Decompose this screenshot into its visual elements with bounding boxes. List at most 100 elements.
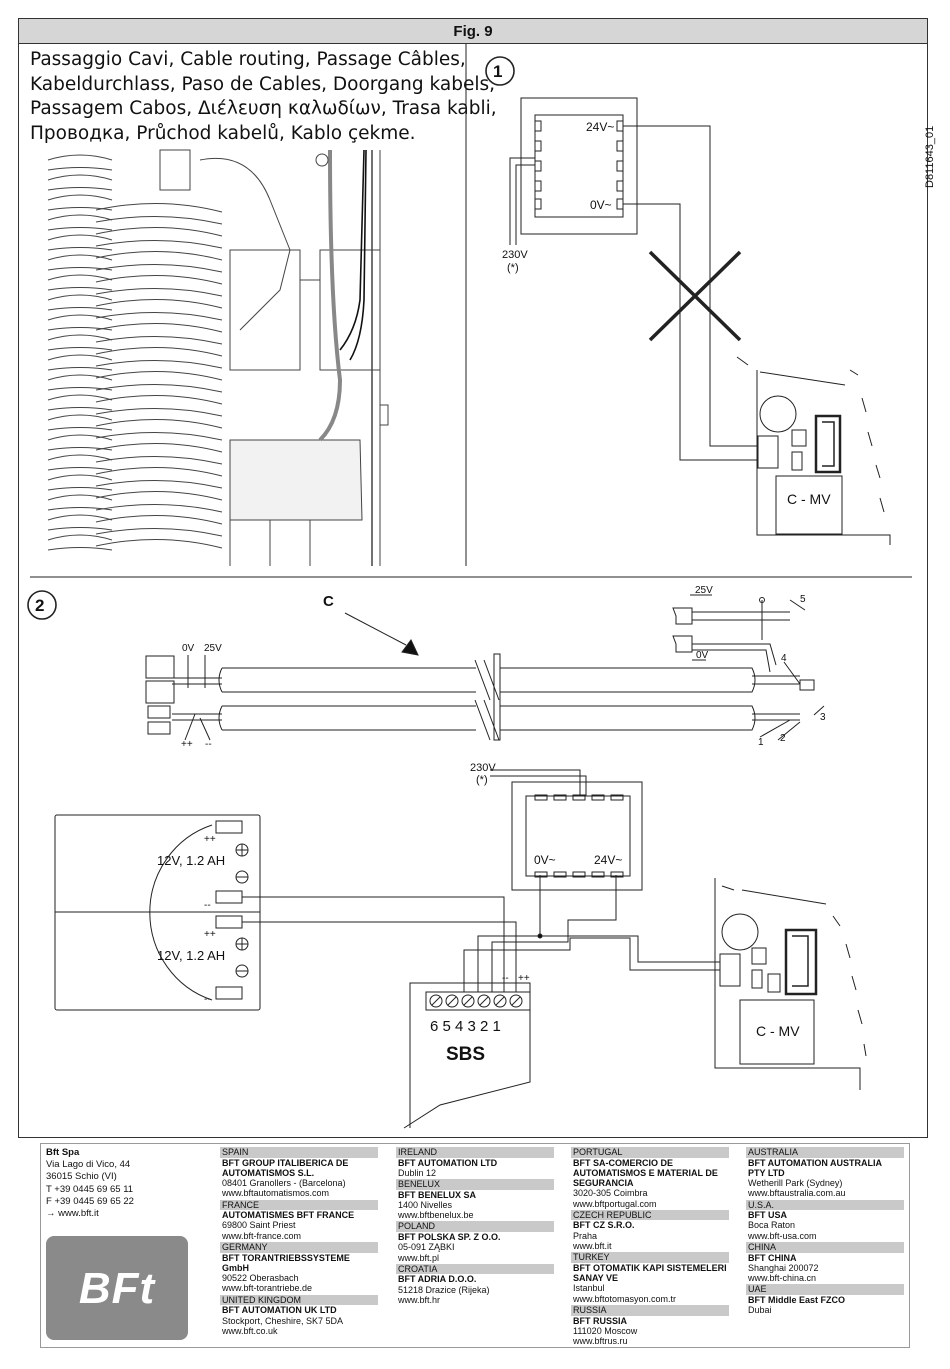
battery-1-plus: ++ bbox=[204, 834, 216, 845]
office-detail: www.bft-china.cn bbox=[748, 1273, 817, 1284]
cable-upper bbox=[172, 667, 800, 693]
office-name: BFT AUTOMATION AUSTRALIA bbox=[748, 1157, 882, 1168]
office-name: BFT SA-COMERCIO DE bbox=[573, 1157, 673, 1168]
office-name: BFT CHINA bbox=[748, 1252, 797, 1263]
office-detail: Dublin 12 bbox=[398, 1167, 437, 1178]
battery-1-minus: -- bbox=[204, 900, 211, 911]
label-24v-tr: 24V~ bbox=[594, 853, 622, 867]
sbs-plus-label: ++ bbox=[518, 973, 530, 984]
office-country: GERMANY bbox=[220, 1242, 378, 1253]
company-website[interactable]: → www.bft.it bbox=[46, 1208, 99, 1220]
office-detail: 05-091 ZĄBKI bbox=[398, 1242, 455, 1253]
wiring-drawing: 1 24V~ 0V~ 230V (*) C - MV 2 C 0V 25V ++… bbox=[27, 44, 912, 1129]
office-country: UNITED KINGDOM bbox=[220, 1294, 378, 1306]
office-name: SEGURANCIA bbox=[573, 1178, 634, 1189]
wire-number-1: 1 bbox=[758, 737, 764, 748]
office-detail: 1400 Nivelles bbox=[398, 1199, 453, 1210]
wire-0v-1 bbox=[623, 203, 757, 461]
cable-tie bbox=[493, 653, 501, 741]
office-name: AUTOMATISMOS S.L. bbox=[222, 1167, 315, 1178]
office-country: TURKEY bbox=[571, 1252, 729, 1263]
operator-illustration bbox=[47, 149, 389, 566]
office-name: AUTOMATISMOS E MATERIAL DE bbox=[573, 1167, 718, 1178]
office-detail: Dubai bbox=[748, 1305, 772, 1316]
office-country: FRANCE bbox=[220, 1199, 378, 1211]
battery-2-plus: ++ bbox=[204, 929, 216, 940]
office-country: BENELUX bbox=[396, 1179, 554, 1190]
office-country: IRELAND bbox=[396, 1147, 554, 1158]
office-name: BFT ADRIA D.O.O. bbox=[398, 1274, 477, 1285]
wire-number-4: 4 bbox=[781, 653, 787, 664]
office-detail: www.bftautomatismos.com bbox=[222, 1188, 330, 1199]
office-name: BFT USA bbox=[748, 1210, 787, 1221]
control-board-2 bbox=[714, 878, 867, 1090]
routing-line-3: Passagem Cabos, Διέλευση καλωδίων, Trasa… bbox=[30, 98, 497, 119]
label-230v-1: 230V bbox=[502, 249, 528, 261]
label-25v-left: 25V bbox=[204, 643, 222, 654]
office-detail: Istanbul bbox=[573, 1283, 605, 1294]
diagram-2-badge bbox=[27, 590, 57, 620]
mains-wires-2 bbox=[490, 769, 587, 796]
office-detail: 111020 Moscow bbox=[573, 1325, 638, 1336]
office-detail: Boca Raton bbox=[748, 1220, 796, 1231]
office-country: CROATIA bbox=[396, 1263, 554, 1275]
cross-line-b bbox=[648, 250, 742, 342]
company-phone: T +39 0445 69 65 11 bbox=[46, 1183, 134, 1195]
office-name: BFT Middle East FZCO bbox=[748, 1294, 846, 1305]
mains-wires-1 bbox=[509, 157, 535, 245]
label-0v-left: 0V bbox=[182, 643, 195, 654]
diagram-1-number: 1 bbox=[493, 62, 502, 81]
office-detail: www.bft-usa.com bbox=[748, 1230, 817, 1241]
office-name: BFT OTOMATIK KAPI SISTEMELERI bbox=[573, 1262, 727, 1273]
figure-title: Fig. 9 bbox=[18, 18, 928, 44]
office-detail: www.bftaustralia.com.au bbox=[748, 1188, 846, 1199]
label-pp-cable: ++ bbox=[181, 739, 193, 750]
sbs-minus-label: -- bbox=[502, 973, 509, 984]
office-detail: 51218 Drazice (Rijeka) bbox=[398, 1284, 490, 1295]
sbs-label: SBS bbox=[446, 1044, 485, 1065]
transformer-2 bbox=[511, 781, 643, 891]
wire-number-3: 3 bbox=[820, 712, 826, 723]
wire-battery-minus bbox=[242, 896, 505, 992]
office-name: BFT POLSKA SP. Z O.O. bbox=[398, 1231, 501, 1242]
label-cmv-2: C - MV bbox=[756, 1023, 800, 1039]
sbs-module bbox=[403, 982, 531, 1129]
office-country: POLAND bbox=[396, 1221, 554, 1232]
office-detail: www.bftotomasyon.com.tr bbox=[573, 1293, 677, 1304]
office-detail: 69800 Saint Priest bbox=[222, 1220, 296, 1231]
wire-24v-board bbox=[463, 937, 720, 992]
wire-0v-board bbox=[540, 935, 720, 963]
office-name: BFT TORANTRIEBSSYSTEME GmbH bbox=[222, 1252, 350, 1273]
wire-24v-sbs bbox=[491, 875, 617, 992]
office-country: CZECH REPUBLIC bbox=[571, 1209, 729, 1221]
routing-line-4: Проводка, Průchod kabelů, Kablo çekme. bbox=[30, 122, 416, 144]
office-detail: www.bftbenelux.be bbox=[398, 1210, 474, 1221]
routing-line-2: Kabeldurchlass, Paso de Cables, Doorgang… bbox=[30, 73, 496, 95]
diagram-2-number: 2 bbox=[35, 596, 44, 615]
office-detail: www.bft.pl bbox=[398, 1252, 440, 1263]
office-name: PTY LTD bbox=[748, 1167, 785, 1178]
office-name: AUTOMATISMES BFT FRANCE bbox=[222, 1210, 355, 1221]
label-c: C bbox=[323, 593, 334, 610]
office-name: BFT BENELUX SA bbox=[398, 1189, 477, 1200]
footer-box bbox=[40, 1143, 910, 1348]
office-name: SANAY VE bbox=[573, 1273, 619, 1284]
control-board-1 bbox=[736, 356, 891, 545]
office-detail: www.bft.co.uk bbox=[222, 1325, 278, 1336]
cable-routing-heading: Passaggio Cavi, Cable routing, Passage C… bbox=[30, 48, 497, 146]
company-fax: F +39 0445 69 65 22 bbox=[46, 1195, 134, 1207]
sbs-terminal-numbers: 6 5 4 3 2 1 bbox=[430, 1018, 501, 1035]
right-connectors bbox=[672, 594, 825, 741]
cable-break-marks bbox=[474, 659, 500, 741]
